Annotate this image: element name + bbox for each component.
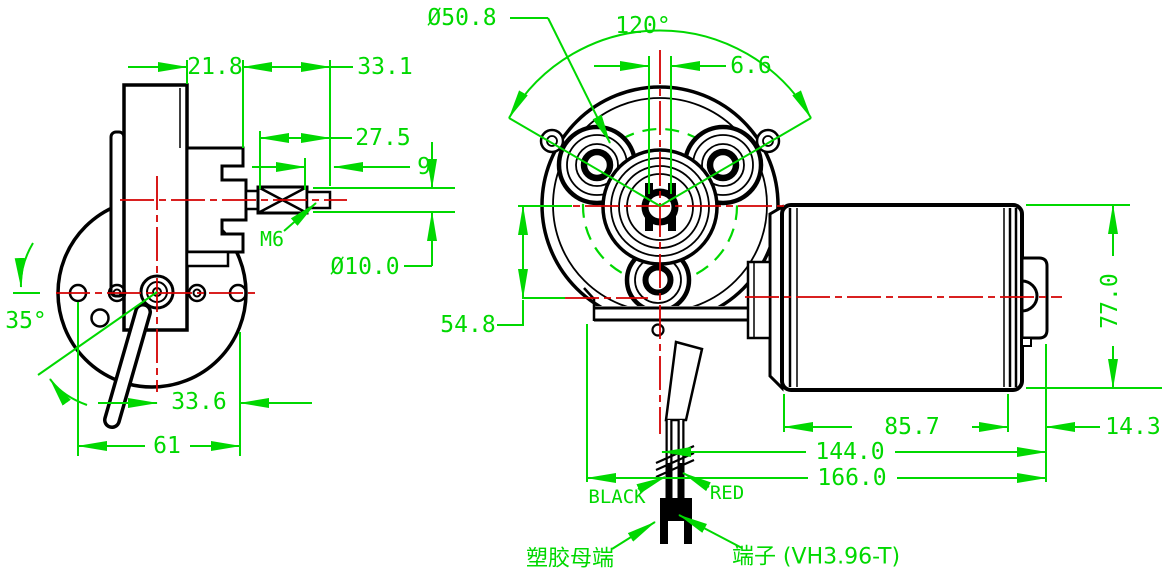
dim-text-dia-50-8: Ø50.8: [427, 5, 496, 31]
dim-text-14-3: 14.3: [1105, 414, 1160, 440]
dim-text-6-6: 6.6: [730, 53, 772, 79]
dim-axis-to-base: 54.8: [440, 205, 572, 338]
dim-text-61: 61: [153, 433, 181, 459]
dim-wire-to-cap: 144.0: [661, 439, 1047, 465]
dim-text-85-7: 85.7: [884, 414, 939, 440]
dim-text-54-8: 54.8: [440, 312, 495, 338]
dim-hole-spacing: 61: [77, 302, 241, 459]
dim-shaft-diameter: Ø10.0: [313, 142, 455, 280]
dim-text-m6: M6: [260, 227, 284, 251]
lead-wires: [655, 420, 695, 500]
dim-text-21-8: 21.8: [187, 54, 242, 80]
label-female-terminal: 塑胶母端: [526, 521, 656, 572]
base-plate: [560, 287, 775, 337]
dim-thread-length: 27.5: [259, 125, 411, 189]
dim-motor-diameter: 77.0: [1026, 204, 1162, 389]
dim-shaft-tip-length: 9: [252, 154, 431, 190]
dim-text-120deg: 120°: [615, 13, 670, 39]
dim-boss-angle: 120°: [508, 13, 812, 207]
dim-text-33-6: 33.6: [171, 389, 226, 415]
label-wire-red: RED: [682, 472, 744, 504]
dim-text-35deg: 35°: [5, 308, 47, 334]
label-terminal-type: 端子 (VH3.96-T): [678, 514, 900, 570]
motor-can-edge: [109, 130, 126, 298]
dim-text-33-1: 33.1: [357, 54, 412, 80]
dim-lever-angle: 35°: [5, 242, 158, 406]
label-text-black: BLACK: [588, 486, 646, 508]
label-text-female-terminal: 塑胶母端: [526, 547, 614, 572]
label-text-terminal-type: 端子 (VH3.96-T): [732, 545, 900, 570]
dim-text-166-0: 166.0: [817, 465, 886, 491]
base-plate-hole: [651, 323, 665, 337]
dim-text-9: 9: [417, 154, 431, 180]
dim-shaft-thread: M6: [260, 202, 317, 251]
front-view-geometry: [539, 85, 1049, 544]
dim-shaft-extension: 33.1: [242, 54, 413, 186]
dim-bolt-circle: Ø50.8: [427, 5, 611, 144]
side-view-geometry: [56, 83, 332, 429]
dim-hole-to-center: 33.6: [98, 332, 312, 456]
lever-ear: [90, 308, 110, 328]
terminal-connector: [660, 498, 692, 544]
dim-text-27-5: 27.5: [355, 125, 410, 151]
dim-text-77-0: 77.0: [1097, 273, 1123, 328]
dim-motor-length: 85.7: [783, 394, 1009, 440]
dim-end-cap-length: 14.3: [1045, 344, 1161, 482]
dim-text-dia-10: Ø10.0: [330, 254, 399, 280]
dim-text-144-0: 144.0: [815, 439, 884, 465]
label-text-red: RED: [710, 482, 744, 504]
brush-end-cap: [1020, 256, 1049, 347]
label-wire-black: BLACK: [588, 476, 666, 508]
wire-conduit: [664, 340, 704, 422]
worm-housing: [746, 260, 772, 340]
dim-slot-width: 6.6: [594, 53, 772, 194]
dim-gearbox-depth: 21.8: [128, 54, 244, 148]
housing-foot: [185, 250, 230, 268]
